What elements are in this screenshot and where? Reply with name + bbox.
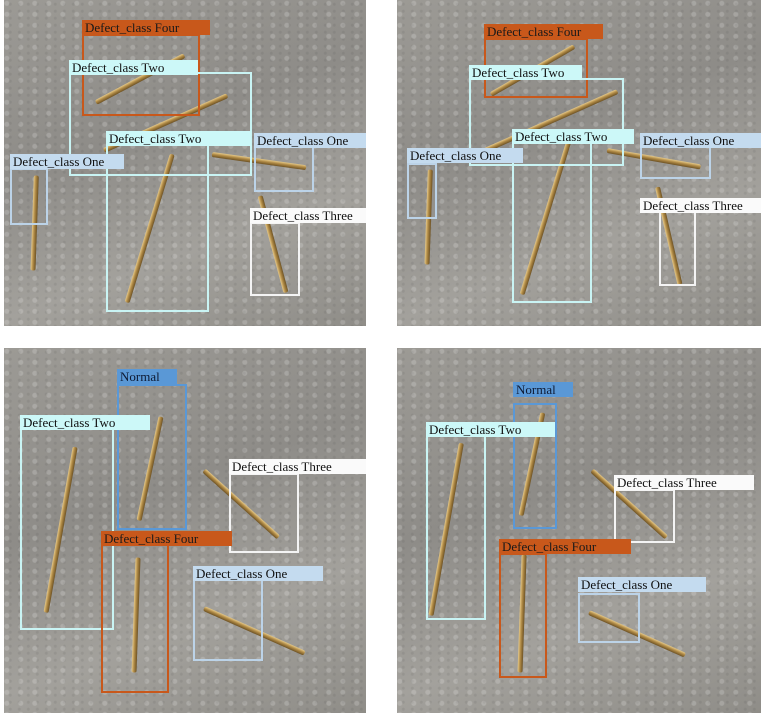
- bbox-normal[interactable]: [117, 384, 187, 530]
- label-defect-one: Defect_class One: [10, 154, 124, 169]
- bbox-defect-three[interactable]: [229, 473, 299, 553]
- bbox-defect-one[interactable]: [578, 593, 640, 643]
- bbox-normal[interactable]: [513, 403, 557, 529]
- label-defect-four: Defect_class Four: [499, 539, 631, 554]
- bbox-defect-four[interactable]: [82, 34, 200, 116]
- label-defect-four: Defect_class Four: [484, 24, 603, 39]
- bbox-defect-three[interactable]: [614, 489, 675, 543]
- label-defect-three: Defect_class Three: [640, 198, 761, 213]
- label-defect-three: Defect_class Three: [614, 475, 754, 490]
- label-defect-three: Defect_class Three: [229, 459, 366, 474]
- label-defect-one: Defect_class One: [640, 133, 761, 148]
- label-defect-two: Defect_class Two: [469, 65, 582, 80]
- label-normal: Normal: [513, 382, 573, 397]
- label-defect-two: Defect_class Two: [512, 129, 634, 144]
- bbox-defect-one[interactable]: [193, 579, 263, 661]
- label-defect-four: Defect_class Four: [101, 531, 232, 546]
- bbox-defect-two[interactable]: [20, 428, 114, 630]
- detection-panel-top-left: Defect_class Four Defect_class Two Defec…: [4, 0, 366, 326]
- bbox-defect-three[interactable]: [250, 222, 300, 296]
- bbox-defect-four[interactable]: [101, 543, 169, 693]
- label-defect-three: Defect_class Three: [250, 208, 366, 223]
- bbox-defect-three[interactable]: [659, 211, 696, 286]
- label-defect-two: Defect_class Two: [20, 415, 150, 430]
- detection-panel-bottom-right: Normal Defect_class Two Defect_class Thr…: [397, 348, 761, 713]
- label-defect-one: Defect_class One: [254, 133, 366, 148]
- bbox-defect-two[interactable]: [426, 435, 486, 620]
- label-normal: Normal: [117, 369, 177, 384]
- label-defect-four: Defect_class Four: [82, 20, 210, 35]
- label-defect-two: Defect_class Two: [106, 131, 251, 146]
- bbox-defect-two[interactable]: [512, 142, 592, 303]
- bbox-defect-one[interactable]: [10, 168, 48, 225]
- label-defect-two: Defect_class Two: [69, 60, 198, 75]
- bbox-defect-one[interactable]: [254, 146, 314, 192]
- bbox-defect-one[interactable]: [407, 163, 437, 219]
- detection-panel-top-right: Defect_class Four Defect_class Two Defec…: [397, 0, 761, 326]
- bbox-defect-four[interactable]: [499, 553, 547, 678]
- bbox-defect-one[interactable]: [640, 146, 711, 179]
- label-defect-one: Defect_class One: [193, 566, 323, 581]
- bbox-defect-two[interactable]: [106, 144, 209, 312]
- label-defect-one: Defect_class One: [578, 577, 706, 592]
- label-defect-one: Defect_class One: [407, 148, 523, 163]
- detection-panel-bottom-left: Normal Defect_class Two Defect_class Thr…: [4, 348, 366, 713]
- label-defect-two: Defect_class Two: [426, 422, 555, 437]
